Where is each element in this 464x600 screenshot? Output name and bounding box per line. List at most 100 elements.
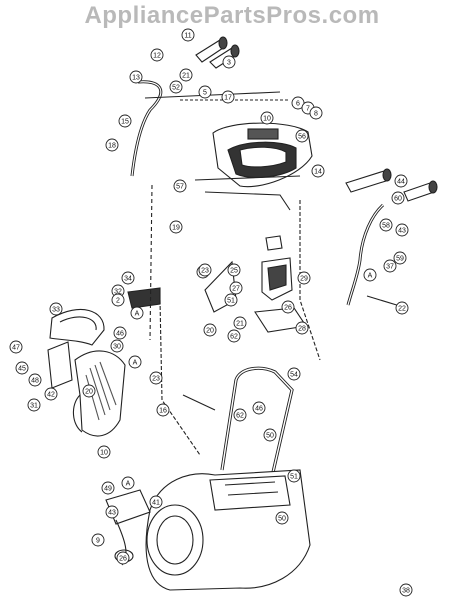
callout-13: 13	[129, 70, 143, 84]
upper-handle-right	[346, 203, 385, 306]
callout-23: 23	[198, 263, 212, 277]
callout-number: 43	[108, 510, 116, 517]
callout-number: 15	[121, 119, 129, 126]
callout-17: 17	[221, 90, 235, 104]
callout-circle	[260, 111, 274, 125]
callout-A: A	[121, 476, 135, 490]
callout-number: 27	[232, 286, 240, 293]
callout-5: 5	[198, 85, 212, 99]
callout-20: 20	[82, 384, 96, 398]
callout-A: A	[130, 306, 144, 320]
callout-number: 18	[108, 143, 116, 150]
callout-circle	[121, 271, 135, 285]
callout-21: 21	[179, 68, 193, 82]
callout-number: 59	[396, 256, 404, 263]
callout-56: 56	[295, 129, 309, 143]
callout-2: 2	[111, 293, 125, 307]
callout-number: 52	[172, 85, 180, 92]
callout-circle	[275, 511, 289, 525]
callout-circle	[156, 403, 170, 417]
callout-number: 9	[96, 538, 100, 545]
callout-circle	[198, 85, 212, 99]
callout-23: 23	[149, 371, 163, 385]
callout-number: 46	[255, 406, 263, 413]
callout-number: 49	[104, 486, 112, 493]
callout-circle	[295, 321, 309, 335]
callout-circle	[149, 495, 163, 509]
callout-circle	[263, 428, 277, 442]
callout-38: 38	[399, 583, 413, 597]
callout-29: 29	[297, 271, 311, 285]
callout-12: 12	[150, 48, 164, 62]
callout-number: 14	[314, 169, 322, 176]
callout-37: 37	[383, 259, 397, 273]
chute-deflector	[49, 309, 105, 346]
callout-circle	[118, 114, 132, 128]
callout-circle	[150, 48, 164, 62]
callout-number: 20	[85, 389, 93, 396]
callout-number: 30	[113, 344, 121, 351]
callout-circle	[121, 476, 135, 490]
callout-circle	[15, 361, 29, 375]
callout-number: 62	[236, 413, 244, 420]
callout-number: 10	[263, 116, 271, 123]
callout-circle	[181, 28, 195, 42]
callout-30: 30	[110, 339, 124, 353]
callout-circle	[105, 505, 119, 519]
callout-circle	[110, 339, 124, 353]
callout-20: 20	[203, 323, 217, 337]
callout-circle	[111, 293, 125, 307]
callout-number: 46	[116, 331, 124, 338]
callout-59: 59	[393, 251, 407, 265]
callout-circle	[222, 55, 236, 69]
callout-circle	[149, 371, 163, 385]
callout-48: 48	[28, 373, 42, 387]
callout-circle	[233, 408, 247, 422]
callout-circle	[169, 220, 183, 234]
callout-number: 12	[153, 53, 161, 60]
callout-22: 22	[395, 301, 409, 315]
callout-circle	[101, 481, 115, 495]
auger-housing	[145, 469, 311, 591]
callout-51: 51	[287, 469, 301, 483]
callout-number: A	[126, 481, 131, 488]
callout-number: 41	[152, 500, 160, 507]
callout-number: A	[135, 311, 140, 318]
callout-31: 31	[27, 398, 41, 412]
discharge-chute	[72, 350, 126, 437]
callout-number: 13	[132, 75, 140, 82]
callout-number: 60	[394, 196, 402, 203]
callout-circle	[287, 469, 301, 483]
callout-number: 51	[227, 298, 235, 305]
handle-grip-upper	[195, 36, 240, 69]
callout-3: 3	[222, 55, 236, 69]
callout-circle	[379, 218, 393, 232]
callout-number: 7	[306, 106, 310, 113]
watermark-text: AppliancePartsPros.com	[84, 2, 380, 29]
callout-circle	[203, 323, 217, 337]
callout-circle	[179, 68, 193, 82]
callout-circle	[233, 316, 247, 330]
callout-circle	[399, 583, 413, 597]
callout-58: 58	[379, 218, 393, 232]
callout-number: 16	[159, 408, 167, 415]
callout-circle	[395, 223, 409, 237]
control-dash	[212, 122, 313, 188]
callout-circle	[383, 259, 397, 273]
callout-number: 10	[100, 450, 108, 457]
callout-circle	[391, 191, 405, 205]
callout-circle	[198, 263, 212, 277]
callout-circle	[169, 80, 183, 94]
callout-18: 18	[105, 138, 119, 152]
callout-number: 26	[119, 556, 127, 563]
callout-circle	[49, 302, 63, 316]
callout-number: 57	[176, 184, 184, 191]
callout-circle	[224, 293, 238, 307]
callout-circle	[82, 384, 96, 398]
callout-circle	[395, 301, 409, 315]
callout-number: 38	[402, 588, 410, 595]
callout-circle	[28, 373, 42, 387]
callout-number: 23	[201, 268, 209, 275]
callout-number: 54	[290, 372, 298, 379]
